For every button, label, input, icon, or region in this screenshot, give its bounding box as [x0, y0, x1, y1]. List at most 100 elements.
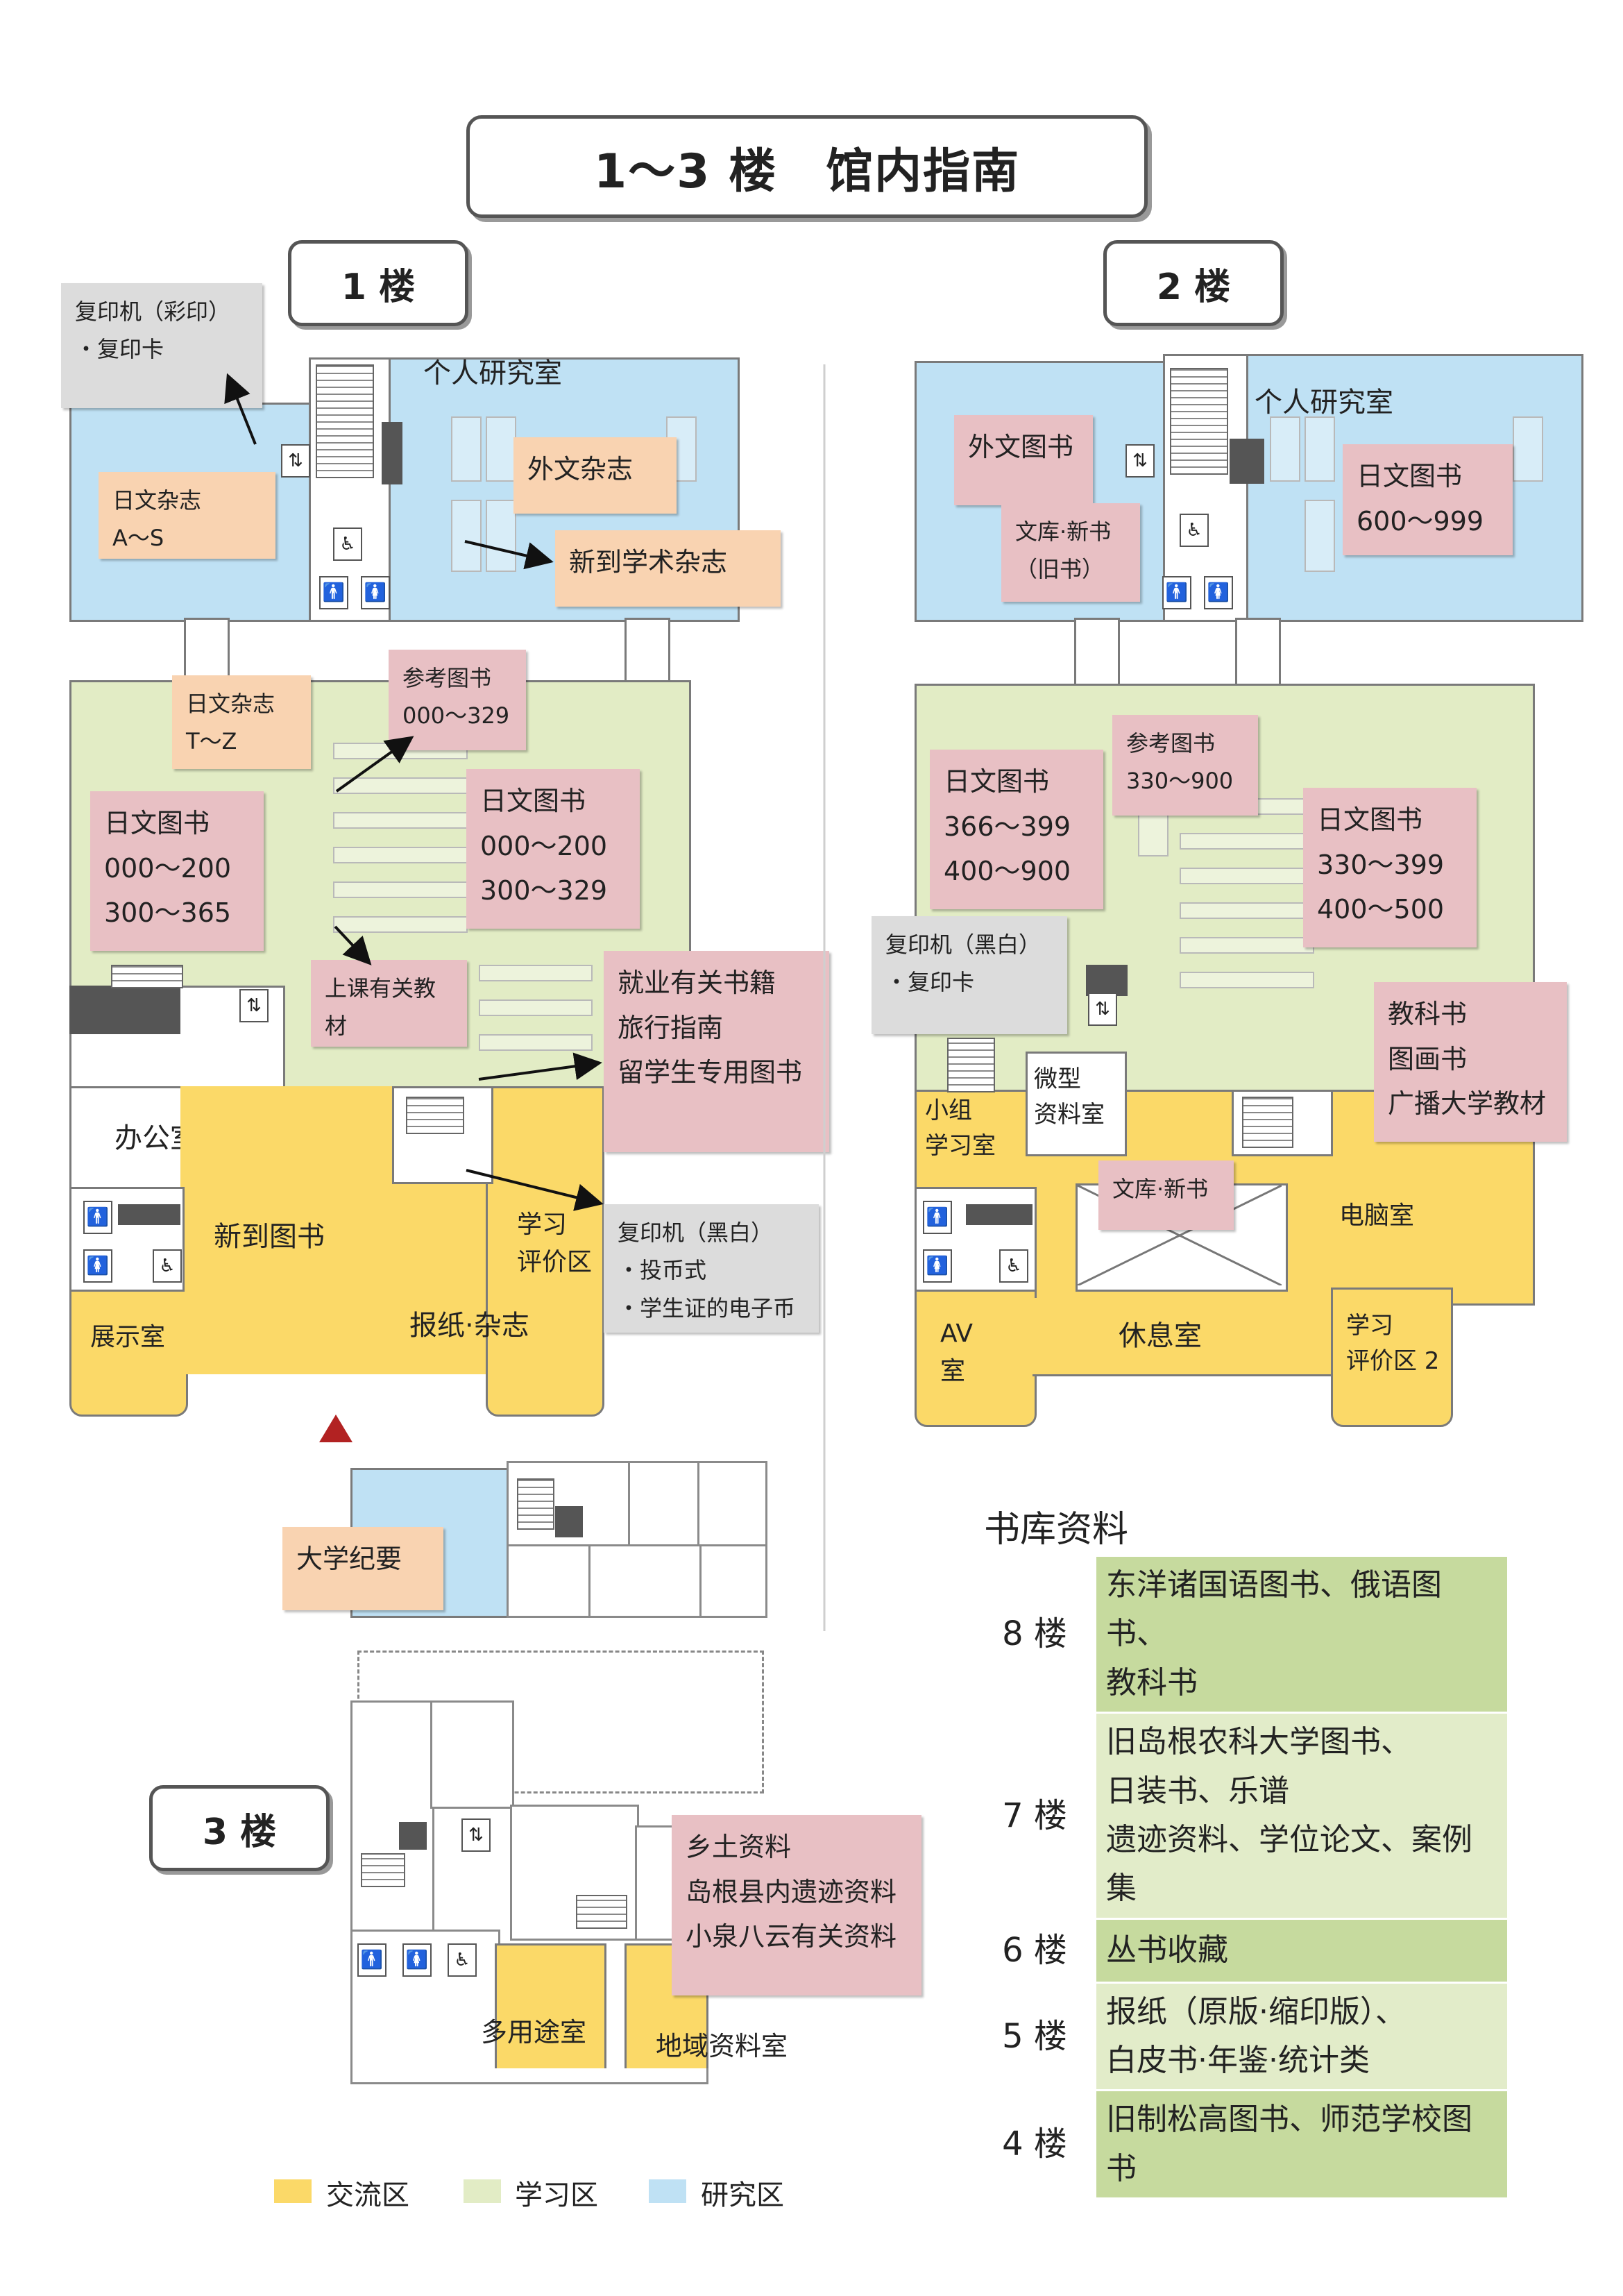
f3-multi-purpose-label: 多用途室 — [481, 2017, 587, 2048]
elevator-icon: ⇅ — [1088, 993, 1117, 1026]
restroom-icon: 🚹 — [83, 1201, 112, 1234]
legend-label: 交流区 — [326, 2179, 409, 2211]
f2-bunko-box: 文库·新书 — [1098, 1160, 1234, 1230]
f3-stairs-north — [517, 1478, 554, 1530]
f2-group-study-label: 小组 学习室 — [925, 1097, 996, 1160]
stack-floor: 7 楼 — [973, 1712, 1096, 1920]
restroom-icon: 🚺 — [402, 1943, 432, 1977]
f1-shelf — [451, 500, 482, 572]
restroom-icon: ♿ — [1180, 514, 1209, 547]
f3-univ-bulletin-box: 大学纪要 — [282, 1527, 443, 1610]
f2-shelf — [1180, 937, 1314, 954]
f2-bw-copier-box: 复印机（黑白） ・复印卡 — [872, 916, 1067, 1034]
legend-label: 研究区 — [701, 2179, 784, 2211]
f2-shelf — [1305, 500, 1335, 572]
f2-bunko-old-box: 文库·新书 （旧书） — [1001, 503, 1140, 602]
f2-shelf — [1180, 902, 1314, 919]
f1-shelf — [486, 500, 516, 572]
arrow-icon — [224, 373, 257, 445]
legend-swatch-exchange — [274, 2179, 312, 2203]
restroom-icon: ♿ — [333, 527, 362, 561]
f1-foreign-mag-box: 外文杂志 — [513, 437, 677, 514]
f2-corridor — [1235, 618, 1281, 688]
floor3-label: 3 楼 — [149, 1785, 330, 1871]
f2-shelf — [1513, 416, 1543, 482]
table-row: 6 楼 丛书收藏 — [973, 1917, 1507, 1984]
stack-floor: 6 楼 — [973, 1917, 1096, 1984]
f2-jp-books-600-box: 日文图书 600～999 — [1343, 444, 1513, 555]
table-row: 5 楼 报纸（原版·缩印版）、 白皮书·年鉴·统计类 — [973, 1981, 1507, 2092]
restroom-icon: ♿ — [448, 1943, 477, 1977]
f3-room — [697, 1544, 767, 1618]
floor2-label: 2 楼 — [1103, 240, 1284, 326]
f1-shelf — [333, 916, 468, 933]
f2-elevator-shaft — [1230, 439, 1264, 484]
f1-shelf — [333, 881, 468, 898]
table-row: 4 楼 旧制松高图书、师范学校图书 — [973, 2089, 1507, 2200]
legend-swatch-research — [649, 2179, 686, 2203]
elevator-icon: ⇅ — [461, 1818, 491, 1852]
f1-stairs-north — [316, 364, 374, 478]
restroom-icon: 🚹 — [1162, 576, 1191, 609]
stacks-title: 书库资料 — [984, 1509, 1129, 1551]
restroom-icon: ♿ — [153, 1249, 182, 1283]
f2-partition — [966, 1204, 1033, 1225]
f1-shelf — [479, 999, 593, 1016]
f2-shelf — [1180, 972, 1314, 988]
restroom-icon: 🚹 — [319, 576, 348, 609]
arrow-icon — [478, 1052, 602, 1081]
f1-partition — [118, 1204, 180, 1225]
f3-room — [697, 1461, 767, 1548]
entrance-icon — [319, 1415, 352, 1442]
f1-shelf — [479, 1034, 593, 1051]
f1-reference-box: 参考图书 000～329 — [389, 650, 526, 750]
f2-shelf — [1270, 416, 1300, 482]
f1-career-books-box: 就业有关书籍 旅行指南 留学生专用图书 — [604, 951, 829, 1152]
stack-desc: 旧制松高图书、师范学校图书 — [1096, 2089, 1507, 2200]
restroom-icon: 🚺 — [1204, 576, 1233, 609]
f1-course-materials-box: 上课有关教材 — [311, 960, 467, 1047]
f2-private-study-label: 个人研究室 — [1255, 387, 1393, 419]
f1-elevator-shaft — [382, 422, 402, 484]
stacks-table: 8 楼 东洋诸国语图书、俄语图书、 教科书 7 楼 旧岛根农科大学图书、 日装书… — [973, 1554, 1507, 2200]
arrow-icon — [335, 736, 414, 793]
f1-private-study-label: 个人研究室 — [423, 357, 562, 389]
f3-multi-purpose-room — [495, 1943, 606, 2073]
f1-new-books-label: 新到图书 — [214, 1221, 325, 1253]
stack-floor: 4 楼 — [973, 2089, 1096, 2200]
f3-stairs-west — [361, 1853, 405, 1887]
page-title: 1～3 楼 馆内指南 — [466, 115, 1148, 218]
f2-jp-books-366-box: 日文图书 366～399 400～900 — [930, 750, 1103, 909]
stack-floor: 5 楼 — [973, 1981, 1096, 2092]
restroom-icon: 🚹 — [923, 1201, 952, 1234]
f2-stairs-north — [1170, 368, 1228, 475]
f2-lounge-label: 休息室 — [1119, 1320, 1202, 1352]
arrow-icon — [466, 1169, 604, 1211]
f1-stairs-south — [406, 1097, 464, 1134]
f3-room — [507, 1544, 590, 1618]
table-row: 7 楼 旧岛根农科大学图书、 日装书、乐谱 遗迹资料、学位论文、案例集 — [973, 1712, 1507, 1920]
f1-stairs-west — [111, 965, 183, 988]
f2-foreign-books-box: 外文图书 — [954, 415, 1093, 505]
f2-lounge — [1033, 1298, 1331, 1376]
f1-newspapers-label: 报纸·杂志 — [409, 1310, 529, 1342]
restroom-icon: 🚹 — [357, 1943, 386, 1977]
f2-study-eval2-room — [1331, 1288, 1453, 1427]
f2-av-room — [915, 1288, 1037, 1427]
stack-desc: 报纸（原版·缩印版）、 白皮书·年鉴·统计类 — [1096, 1981, 1507, 2092]
f3-room — [430, 1700, 514, 1809]
f1-shelf — [479, 965, 593, 981]
f1-shelf — [333, 847, 468, 863]
arrow-icon — [464, 540, 554, 570]
f2-shelf — [1180, 833, 1314, 850]
f2-shelf — [1180, 868, 1314, 884]
f3-room — [628, 1461, 702, 1548]
stack-desc: 旧岛根农科大学图书、 日装书、乐谱 遗迹资料、学位论文、案例集 — [1096, 1712, 1507, 1920]
f1-bw-copier-box: 复印机（黑白） ・投币式 ・学生证的电子币 — [604, 1204, 819, 1333]
restroom-icon: 🚺 — [923, 1249, 952, 1283]
f1-jp-books-a-box: 日文图书 000～200 300～365 — [90, 791, 264, 951]
f2-computer-label: 电脑室 — [1339, 1201, 1415, 1230]
f2-jp-books-330-box: 日文图书 330～399 400～500 — [1303, 788, 1477, 947]
f2-textbooks-box: 教科书 图画书 广播大学教材 — [1374, 982, 1567, 1142]
f1-lobby — [184, 1288, 489, 1374]
